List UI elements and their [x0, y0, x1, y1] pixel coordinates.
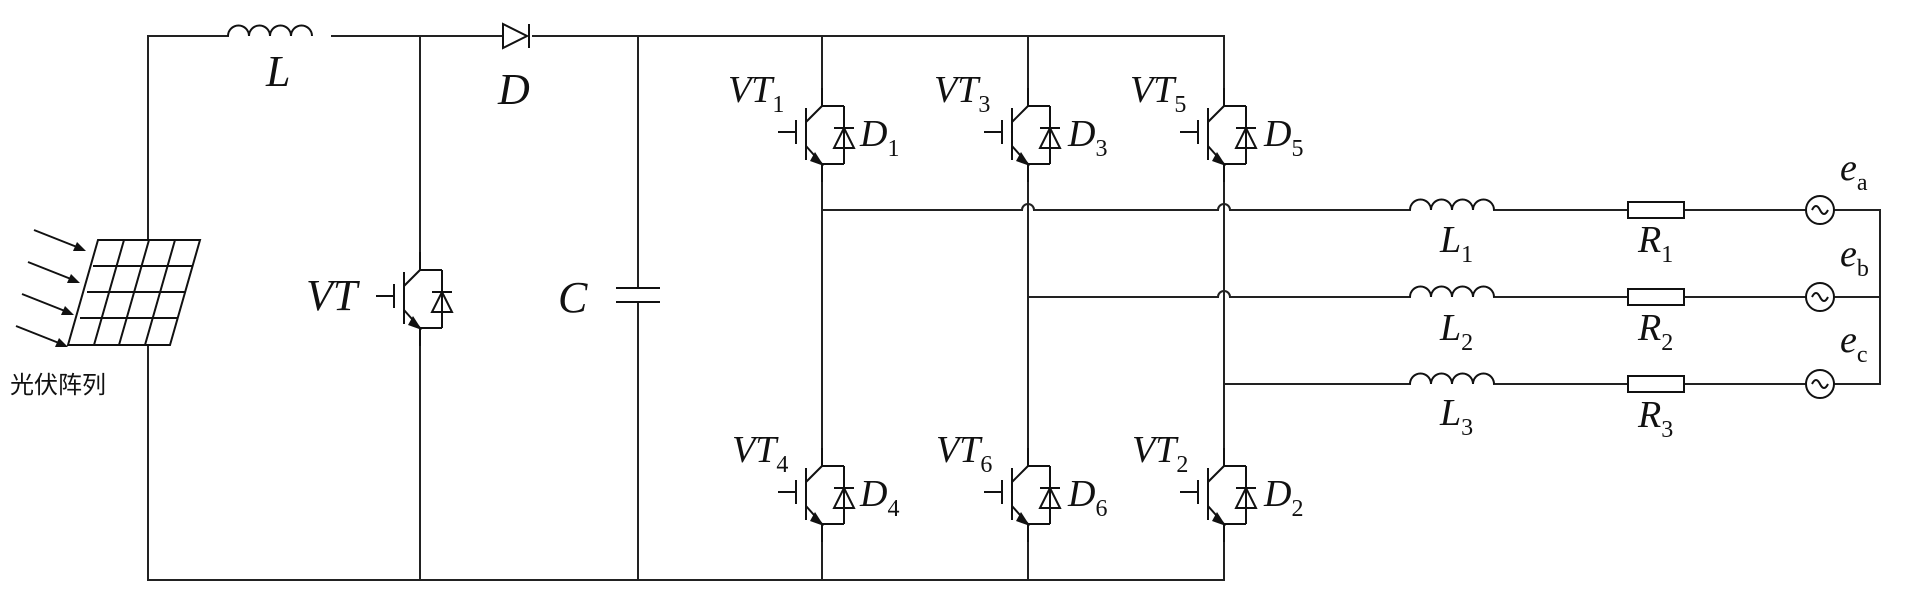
label-D3: D3 [1067, 113, 1107, 162]
filter-inductor-L2 [1409, 285, 1495, 298]
dc-link-capacitor-C [616, 287, 660, 303]
label-eb: eb [1840, 233, 1869, 282]
resistor-R1 [1627, 201, 1685, 219]
sunlight-arrows [15, 229, 86, 347]
label-D: D [497, 65, 530, 114]
label-R3: R3 [1637, 394, 1673, 443]
label-C: C [558, 273, 588, 322]
label-R2: R2 [1637, 307, 1673, 356]
boost-diode-D [502, 22, 530, 50]
label-L2: L2 [1439, 307, 1473, 356]
wiring [147, 35, 1881, 581]
grid-source-ec [1805, 369, 1835, 399]
label-VT: VT [306, 271, 361, 320]
grid-source-eb [1805, 282, 1835, 312]
label-ec: ec [1840, 319, 1868, 368]
boost-inductor-L [227, 24, 313, 37]
switch-VT4 [777, 447, 855, 543]
pv-panel-icon [66, 239, 202, 346]
label-D2: D2 [1263, 473, 1303, 522]
label-VT4: VT4 [732, 429, 788, 478]
resistor-R2 [1627, 288, 1685, 306]
resistor-R3 [1627, 375, 1685, 393]
label-D4: D4 [859, 473, 899, 522]
label-VT6: VT6 [936, 429, 992, 478]
boost-switch-VT [375, 251, 453, 347]
label-R1: R1 [1637, 219, 1673, 268]
label-VT5: VT5 [1130, 69, 1186, 118]
switch-VT3 [983, 87, 1061, 183]
label-L: L [265, 47, 290, 96]
label-ea: ea [1840, 147, 1868, 196]
label-VT1: VT1 [728, 69, 784, 118]
label-D1: D1 [859, 113, 899, 162]
label-L3: L3 [1439, 392, 1473, 441]
switch-VT1 [777, 87, 855, 183]
label-L1: L1 [1439, 219, 1473, 268]
label-VT3: VT3 [934, 69, 990, 118]
filter-inductor-L1 [1409, 198, 1495, 211]
label-D6: D6 [1067, 473, 1107, 522]
switch-VT6 [983, 447, 1061, 543]
label-pv-array: 光伏阵列 [10, 371, 106, 399]
switch-VT5 [1179, 87, 1257, 183]
grid-source-ea [1805, 195, 1835, 225]
switch-VT2 [1179, 447, 1257, 543]
label-D5: D5 [1263, 113, 1303, 162]
filter-inductor-L3 [1409, 372, 1495, 385]
label-VT2: VT2 [1132, 429, 1188, 478]
